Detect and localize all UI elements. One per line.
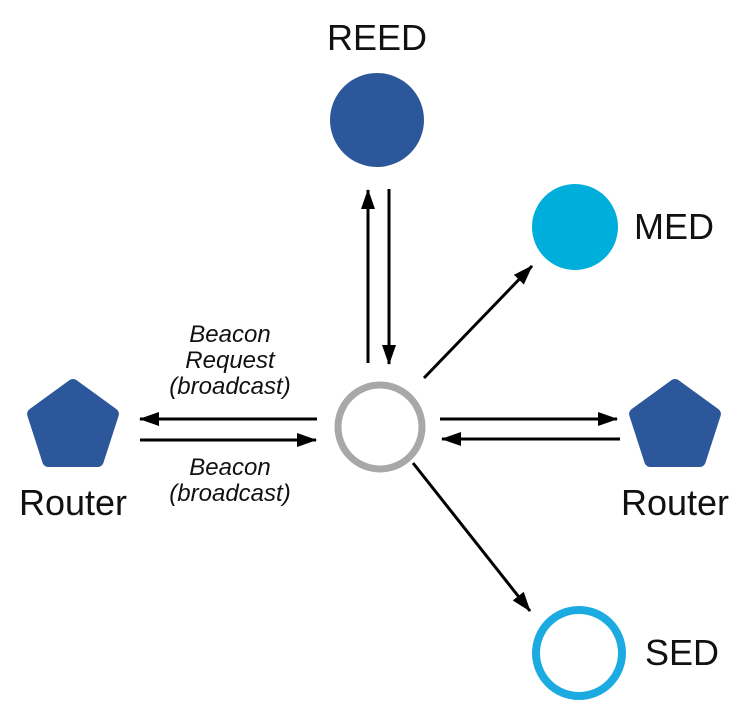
arrow-joiner-to-med [422, 264, 534, 380]
router-left-node-label: Router [18, 482, 128, 523]
reed-node-label: REED [326, 17, 428, 58]
router-left-pentagon [27, 379, 119, 467]
router-right-node-label: Router [620, 482, 730, 523]
beacon-request-line-3: (broadcast) [169, 373, 291, 400]
beacon-line-1: Beacon [189, 454, 271, 481]
beacon-label: Beacon (broadcast) [110, 455, 350, 507]
sed-node-circle [532, 606, 626, 700]
router-right-pentagon [629, 379, 721, 467]
sed-node-label: SED [645, 632, 720, 673]
beacon-request-line-1: Beacon [189, 321, 271, 348]
beacon-request-line-2: Request [185, 347, 275, 374]
reed-node-circle [330, 73, 424, 167]
beacon-line-2: (broadcast) [169, 480, 291, 507]
beacon-request-label: Beacon Request (broadcast) [110, 322, 350, 400]
joining-device-circle [334, 381, 426, 473]
med-node-circle [532, 184, 618, 270]
arrow-joiner-to-sed [411, 462, 532, 612]
med-node-label: MED [634, 206, 714, 247]
